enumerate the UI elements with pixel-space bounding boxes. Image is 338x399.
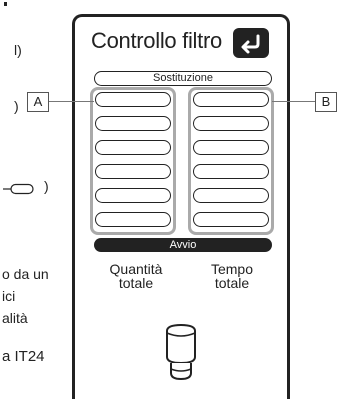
text-fragment-5: alità <box>2 310 28 326</box>
time-label-line1: Tempo <box>210 261 254 277</box>
screen-title: Controllo filtro <box>91 28 222 53</box>
return-arrow-icon <box>241 34 260 54</box>
time-slot <box>193 116 269 131</box>
time-label-line2: totale <box>214 275 250 291</box>
toggle-closing-paren: ) <box>44 178 49 194</box>
callout-b: B <box>315 92 337 112</box>
quantity-label-line2: totale <box>118 275 154 291</box>
quantity-total-label: Quantità totale <box>96 262 176 290</box>
quantity-slot <box>95 212 171 227</box>
text-fragment-2: ) <box>14 98 19 114</box>
time-slot <box>193 212 269 227</box>
callout-a-leader <box>48 101 94 102</box>
callout-a: A <box>27 92 49 112</box>
text-fragment-6: a IT24 <box>2 348 45 365</box>
quantity-slot <box>95 188 171 203</box>
text-fragment-4: ici <box>2 288 16 304</box>
time-slot <box>193 164 269 179</box>
start-bar: Avvio <box>94 238 272 252</box>
back-button[interactable] <box>233 28 269 58</box>
quantity-slot <box>95 140 171 155</box>
quantity-slots-group <box>90 87 176 235</box>
bullet-mark <box>4 2 7 6</box>
device-screen-frame <box>72 14 290 399</box>
time-slot <box>193 140 269 155</box>
replacement-label: Sostituzione <box>94 71 272 86</box>
time-slots-group <box>188 87 274 235</box>
text-fragment-3: o da un <box>2 266 49 282</box>
callout-b-leader <box>272 101 316 102</box>
text-fragment-1: l) <box>14 42 22 58</box>
quantity-slot <box>95 92 171 107</box>
toggle-icon <box>3 182 41 198</box>
time-total-label: Tempo totale <box>192 262 272 290</box>
quantity-slot <box>95 116 171 131</box>
quantity-label-line1: Quantità <box>109 261 163 277</box>
filter-cartridge-icon <box>166 323 196 381</box>
quantity-slot <box>95 164 171 179</box>
time-slot <box>193 188 269 203</box>
time-slot <box>193 92 269 107</box>
